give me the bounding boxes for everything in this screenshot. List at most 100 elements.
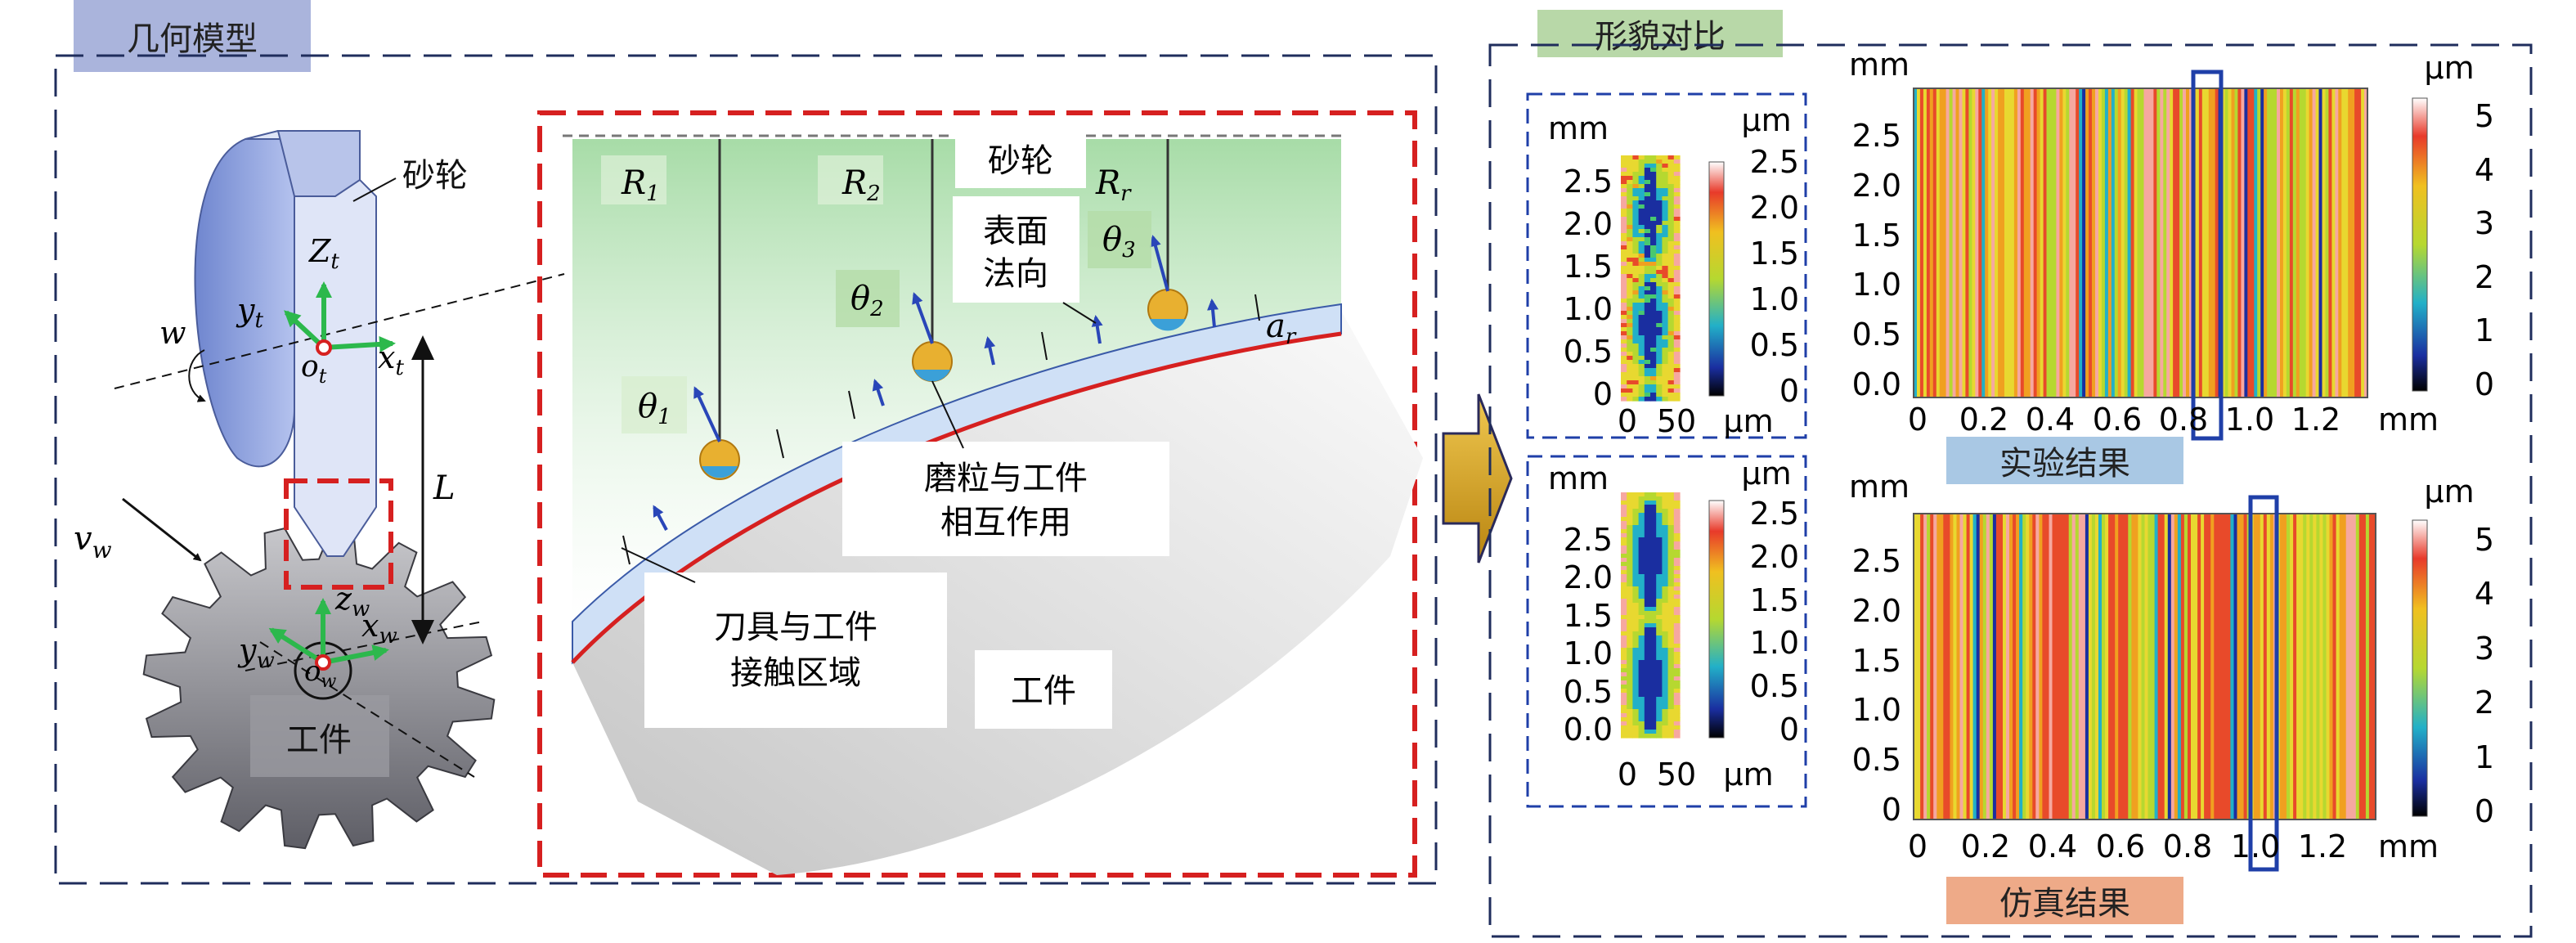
small-exp-cbar-tick: 0.5 [1750, 327, 1799, 363]
big-exp-cbar-tick: 4 [2475, 152, 2494, 188]
gear-workpiece: 工件 [142, 524, 496, 850]
big-exp-y-tick: 0.0 [1852, 366, 1901, 402]
big-sim-y-tick: 2.0 [1852, 593, 1901, 629]
grain-interaction-label-line2: 相互作用 [940, 504, 1071, 541]
big-sim-colorbar [2412, 519, 2428, 817]
small-exp-y-tick: 1.5 [1564, 249, 1613, 285]
wheel-coordinate-axes: Zt yt xt ot w [114, 233, 565, 402]
zoom-region [284, 478, 393, 590]
big-exp-cbar-tick: 5 [2475, 98, 2494, 134]
small-sim-colorbar [1708, 500, 1725, 739]
small-exp-y-tick: 0.5 [1564, 334, 1613, 370]
grain-interaction-label: 磨粒与工件 [924, 460, 1088, 497]
small-sim-y-tick: 1.5 [1564, 598, 1613, 634]
workpiece-label: 工件 [286, 721, 352, 759]
wheel-axis-x: xt [378, 339, 404, 380]
big-exp-y-tick: 1.0 [1852, 267, 1901, 303]
wheel-origin: ot [301, 350, 327, 388]
small-sim-cbar-tick: 0 [1779, 712, 1799, 748]
abrasive-grains [699, 289, 1188, 480]
distance-L-label: L [433, 469, 456, 507]
small-exp-cbar-tick: 1.5 [1750, 236, 1799, 272]
small-sim-unit-mm: mm [1548, 460, 1609, 496]
big-exp-x-tick: 1.2 [2291, 402, 2340, 438]
big-sim-unit-mm-x: mm [2378, 828, 2439, 864]
small-exp-unit-um: μm [1741, 102, 1791, 138]
contact-detail-frame [537, 110, 1417, 878]
small-exp-cbar-tick: 2.0 [1750, 190, 1799, 226]
big-sim-cbar-tick: 3 [2475, 631, 2494, 667]
small-sim-frame [1526, 455, 1807, 808]
feed-velocity-label: vw [74, 520, 112, 564]
small-sim-y-tick: 1.0 [1564, 635, 1613, 671]
big-exp-unit-mm: mm [1849, 47, 1910, 83]
small-exp-cbar-tick: 1.0 [1750, 281, 1799, 317]
big-sim-unit-um: μm [2424, 474, 2474, 510]
big-exp-colorbar [2412, 97, 2428, 392]
big-sim-y-tick: 1.0 [1852, 692, 1901, 728]
big-sim-x-tick: 0.6 [2096, 828, 2145, 864]
big-sim-x-tick: 0.8 [2163, 828, 2212, 864]
radius-R1: R1 [621, 164, 660, 206]
big-exp-x-tick: 1.0 [2225, 402, 2274, 438]
radius-R2: R2 [841, 164, 881, 206]
big-sim-y-tick: 0.5 [1852, 742, 1901, 778]
small-sim-y-tick: 2.5 [1564, 522, 1613, 558]
small-sim-cbar-tick: 0.5 [1750, 668, 1799, 704]
small-sim-y-tick: 0.0 [1564, 712, 1613, 748]
big-sim-y-tick: 2.5 [1852, 543, 1901, 579]
big-sim-x-tick: 0.4 [2028, 828, 2077, 864]
small-sim-cbar-tick: 2.0 [1750, 539, 1799, 575]
small-sim-unit-um-x: μm [1723, 757, 1773, 793]
small-sim-x-tick: 50 [1657, 757, 1696, 793]
big-exp-cbar-tick: 2 [2475, 259, 2494, 295]
big-exp-unit-mm-x: mm [2378, 402, 2439, 438]
radius-Rr: Rr [1095, 164, 1132, 206]
detail-workpiece-label: 工件 [1011, 672, 1076, 710]
experiment-label: 实验结果 [1946, 437, 2183, 484]
surface-normal-label-line2: 法向 [983, 255, 1048, 293]
surface-normal-label: 表面 [983, 213, 1048, 250]
small-exp-frame [1526, 92, 1807, 439]
big-exp-cbar-tick: 0 [2475, 366, 2494, 402]
wheel-axis-y: yt [236, 292, 263, 333]
distance-L: L [411, 335, 456, 644]
big-exp-y-tick: 1.5 [1852, 218, 1901, 254]
experiment-height-map [1913, 88, 2368, 398]
big-sim-x-tick: 1.2 [2298, 828, 2347, 864]
angle-theta3: θ3 [1102, 221, 1136, 263]
big-exp-y-tick: 2.5 [1852, 118, 1901, 154]
big-sim-cbar-tick: 4 [2475, 576, 2494, 612]
big-exp-y-tick: 2.0 [1852, 168, 1901, 204]
wheel-axis-z: Zt [308, 233, 339, 274]
big-exp-x-tick: 0.4 [2026, 402, 2075, 438]
small-sim-cbar-tick: 1.5 [1750, 582, 1799, 618]
small-exp-x-tick: 50 [1657, 403, 1696, 439]
angle-theta2: θ2 [850, 280, 884, 321]
small-exp-unit-um-x: μm [1723, 403, 1773, 439]
small-exp-y-tick: 1.0 [1564, 291, 1613, 327]
big-exp-x-tick: 0 [1908, 402, 1928, 438]
transition-arrow [1442, 393, 1513, 564]
big-sim-y-tick: 0 [1882, 792, 1901, 828]
work-axis-y: yw [237, 632, 275, 673]
big-sim-x-tick: 0.2 [1961, 828, 2010, 864]
geometry-tag: 几何模型 [74, 0, 311, 72]
big-sim-unit-mm: mm [1849, 469, 1910, 505]
detail-wheel-label: 砂轮 [988, 142, 1053, 180]
small-exp-unit-mm: mm [1548, 110, 1609, 146]
big-sim-cbar-tick: 2 [2475, 685, 2494, 721]
comparison-frame [1488, 43, 2533, 938]
big-exp-y-tick: 0.5 [1852, 317, 1901, 353]
small-sim-x-tick: 0 [1618, 757, 1637, 793]
small-exp-cbar-tick: 0 [1779, 373, 1799, 409]
big-exp-unit-um: μm [2424, 50, 2474, 86]
small-exp-cbar-tick: 2.5 [1750, 144, 1799, 180]
comparison-tag: 形貌对比 [1537, 10, 1783, 57]
contact-zone-label: 刀具与工件 [714, 608, 877, 646]
big-sim-cbar-tick: 5 [2475, 522, 2494, 558]
big-sim-x-tick: 1.0 [2231, 828, 2280, 864]
small-exp-y-tick: 2.0 [1564, 206, 1613, 242]
big-sim-x-tick: 0 [1908, 828, 1928, 864]
